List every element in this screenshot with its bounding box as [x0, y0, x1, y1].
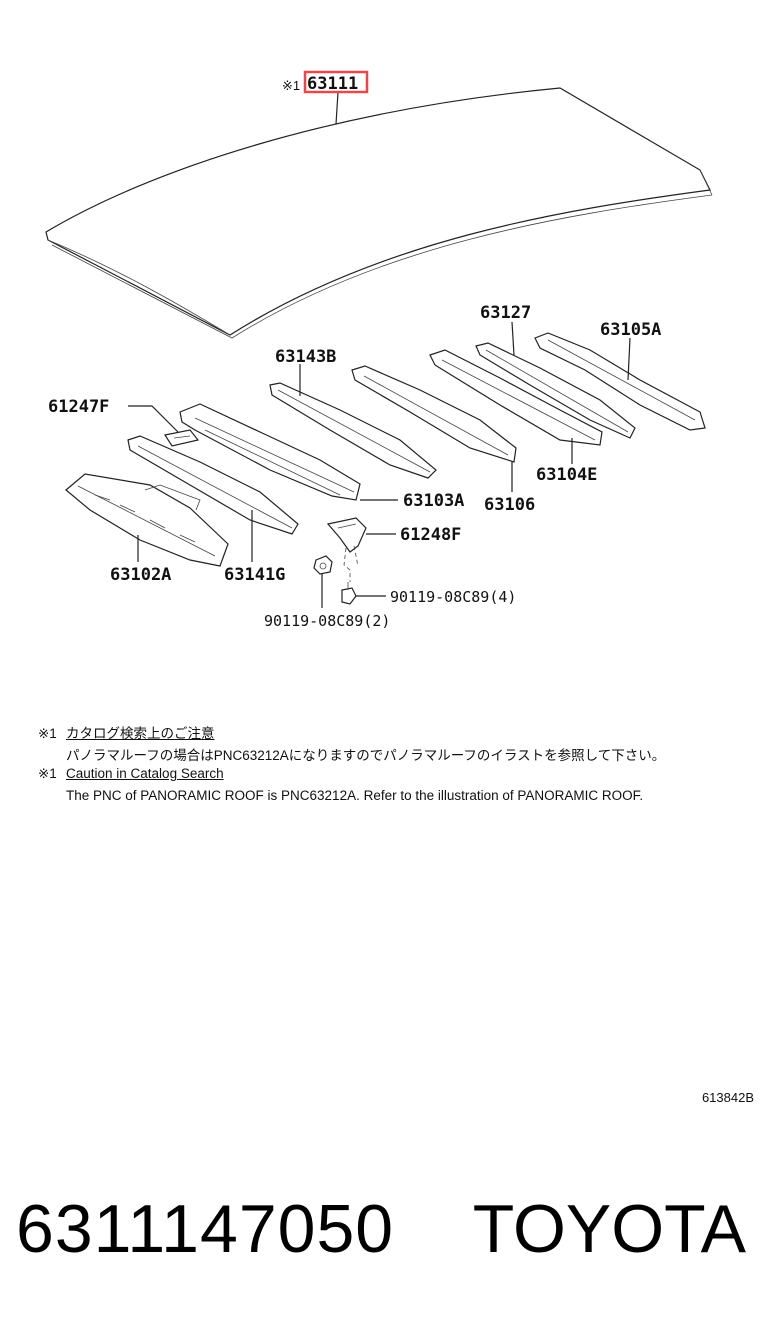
roof-callout-mark: ※1 — [282, 78, 300, 93]
note-ja-body: パノラマルーフの場合はPNC63212Aになりますのでパノラマルーフのイラストを… — [66, 748, 666, 763]
illustration-reference-code: 613842B — [701, 1090, 754, 1105]
label-bolt-4[interactable]: 90119-08C89(4) — [390, 588, 516, 606]
label-61248f[interactable]: 61248F — [400, 525, 461, 545]
header-63102a — [65, 473, 229, 567]
bow-63103a — [179, 403, 361, 501]
catalog-notes: ※1 カタログ検索上のご注意 パノラマルーフの場合はPNC63212Aになりますの… — [38, 722, 738, 810]
label-63127[interactable]: 63127 — [480, 303, 531, 323]
bow-63127 — [475, 342, 636, 439]
label-63143b[interactable]: 63143B — [275, 347, 336, 367]
roof-callout-highlight[interactable] — [303, 70, 369, 94]
label-63104e[interactable]: 63104E — [536, 465, 597, 485]
roof-panel — [45, 87, 713, 339]
note-mark: ※1 — [38, 766, 57, 781]
label-61247f[interactable]: 61247F — [48, 397, 109, 417]
bow-63104e — [429, 349, 603, 446]
footer-banner: 6311147050 TOYOTA — [16, 1190, 746, 1270]
rail-63141g — [127, 435, 299, 535]
label-bolt-2[interactable]: 90119-08C89(2) — [264, 612, 390, 630]
note-ja-title: カタログ検索上のご注意 — [66, 726, 215, 741]
label-63105a[interactable]: 63105A — [600, 320, 661, 340]
bow-63106 — [351, 365, 517, 463]
footer-part-number: 6311147050 — [16, 1191, 395, 1267]
nut-90119 — [313, 555, 333, 575]
roof-callout-part-number[interactable]: 63111 — [307, 74, 358, 94]
label-63102a[interactable]: 63102A — [110, 565, 171, 585]
note-ja-title-row: ※1 カタログ検索上のご注意 — [38, 722, 738, 744]
parts-diagram: ※1 63111 63105A 63127 63104E 63106 63143… — [45, 70, 713, 630]
bracket-61248f — [326, 517, 367, 553]
roof-callout-leader — [335, 91, 339, 125]
note-en-body: The PNC of PANORAMIC ROOF is PNC63212A. … — [66, 788, 644, 803]
rail-63143b — [269, 382, 437, 479]
label-63106[interactable]: 63106 — [484, 495, 535, 515]
note-mark: ※1 — [38, 726, 57, 741]
bracket-61247f — [164, 429, 200, 447]
bow-63105a — [534, 332, 706, 431]
label-63141g[interactable]: 63141G — [224, 565, 285, 585]
bolt-90119 — [341, 582, 357, 605]
note-en-title-row: ※1 Caution in Catalog Search — [38, 766, 738, 788]
footer-brand: TOYOTA — [472, 1191, 746, 1267]
label-63103a[interactable]: 63103A — [403, 491, 464, 511]
note-en-title: Caution in Catalog Search — [66, 766, 224, 781]
